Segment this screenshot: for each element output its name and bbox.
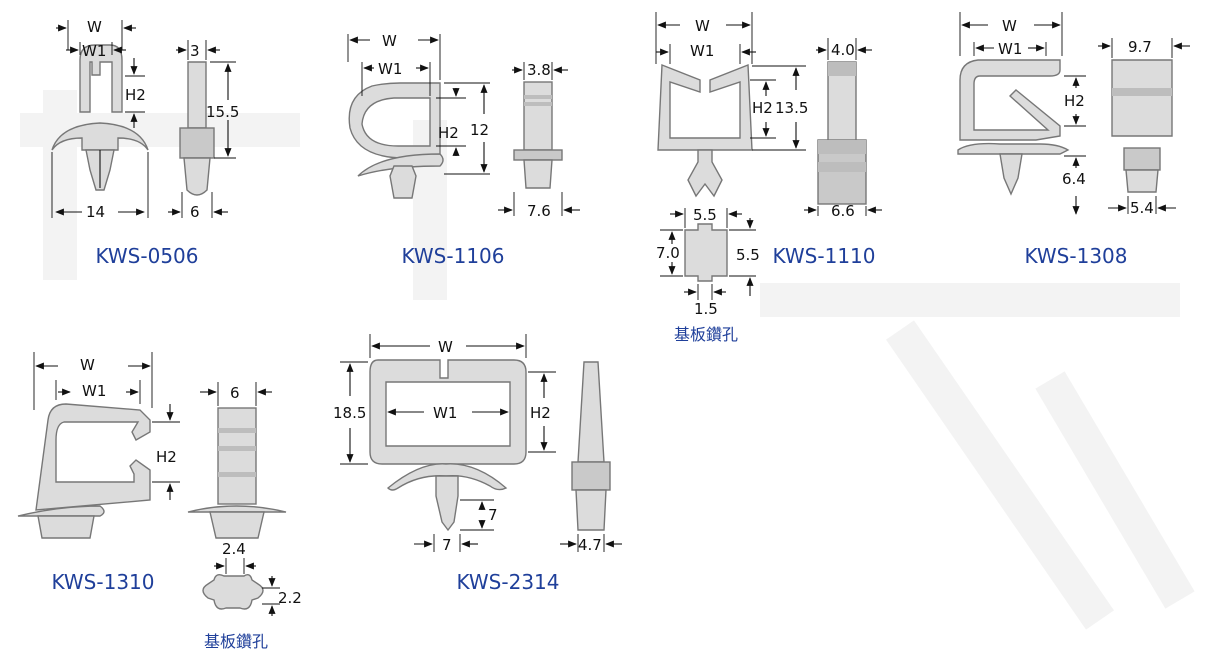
diagram-kws-1310: W W1 H2 6 2.4 2.2: [17, 352, 302, 616]
kws-1310-thick: 6: [230, 384, 240, 402]
model-label-kws-2314: KWS-2314: [456, 570, 560, 594]
kws-1308-thick: 9.7: [1128, 38, 1152, 56]
kws-1110-base-thick: 6.6: [831, 202, 855, 220]
kws-1310-w1: W1: [82, 382, 106, 400]
kws-1110-hole-left: 7.0: [656, 244, 680, 262]
kws-0506-thick: 3: [190, 42, 200, 60]
model-label-kws-1310: KWS-1310: [51, 570, 155, 594]
kws-2314-base-thick: 4.7: [578, 536, 602, 554]
kws-1310-hole-height: 2.2: [278, 589, 302, 607]
kws-1110-thick: 4.0: [831, 41, 855, 59]
kws-1110-w: W: [695, 17, 710, 35]
kws-1110-hole-bottom: 1.5: [694, 300, 718, 318]
kws-1310-hole-width: 2.4: [222, 540, 246, 558]
kws-0506-height: 15.5: [206, 103, 239, 121]
hole-label-kws-1110: 基板鑽孔: [673, 325, 739, 344]
watermark: [20, 90, 1195, 630]
kws-1110-w1: W1: [690, 42, 714, 60]
kws-1106-w1: W1: [378, 60, 402, 78]
kws-1110-hole-right: 5.5: [736, 246, 760, 264]
diagram-kws-1110: W W1 H2 13.5 4.0 6.6 5.5 7.0 5.5 1.5: [655, 12, 882, 318]
kws-1308-w: W: [1002, 17, 1017, 35]
kws-0506-h2: H2: [125, 86, 146, 104]
kws-2314-w: W: [438, 338, 453, 356]
model-label-kws-1308: KWS-1308: [1024, 244, 1128, 268]
kws-1308-w1: W1: [998, 40, 1022, 58]
kws-1106-thick: 3.8: [527, 61, 551, 79]
model-label-kws-0506: KWS-0506: [95, 244, 199, 268]
kws-1308-h2: H2: [1064, 92, 1085, 110]
kws-2314-leg-width: 7: [442, 536, 452, 554]
kws-1110-hole-top: 5.5: [693, 206, 717, 224]
kws-0506-base-thick: 6: [190, 203, 200, 221]
kws-1308-base-thick: 5.4: [1130, 199, 1154, 217]
kws-2314-h2: H2: [530, 404, 551, 422]
kws-2314-w1: W1: [433, 404, 457, 422]
kws-0506-w: W: [87, 18, 102, 36]
kws-1106-w: W: [382, 32, 397, 50]
kws-2314-height: 18.5: [333, 404, 366, 422]
kws-1106-base-thick: 7.6: [527, 202, 551, 220]
kws-0506-base-width: 14: [86, 203, 105, 221]
diagram-kws-1308: W W1 H2 6.4 9.7 5.4: [957, 12, 1190, 217]
kws-1308-height: 6.4: [1062, 170, 1086, 188]
kws-1310-w: W: [80, 356, 95, 374]
diagram-kws-1106: W W1 H2 12 3.8 7.6: [347, 32, 580, 220]
diagram-kws-0506: W W1 H2 3 15.5 14 6: [51, 18, 239, 221]
kws-2314-leg-height: 7: [488, 506, 498, 524]
kws-1110-h2: H2: [752, 99, 773, 117]
kws-1310-h2: H2: [156, 448, 177, 466]
diagram-kws-2314: W W1 H2 18.5 7 7 4.7: [333, 334, 622, 554]
kws-1106-h2: H2: [438, 124, 459, 142]
kws-1106-height: 12: [470, 121, 489, 139]
kws-1110-height: 13.5: [775, 99, 808, 117]
hole-label-kws-1310: 基板鑽孔: [203, 632, 269, 651]
model-label-kws-1106: KWS-1106: [401, 244, 505, 268]
kws-0506-w1: W1: [82, 42, 106, 60]
model-label-kws-1110: KWS-1110: [772, 244, 876, 268]
